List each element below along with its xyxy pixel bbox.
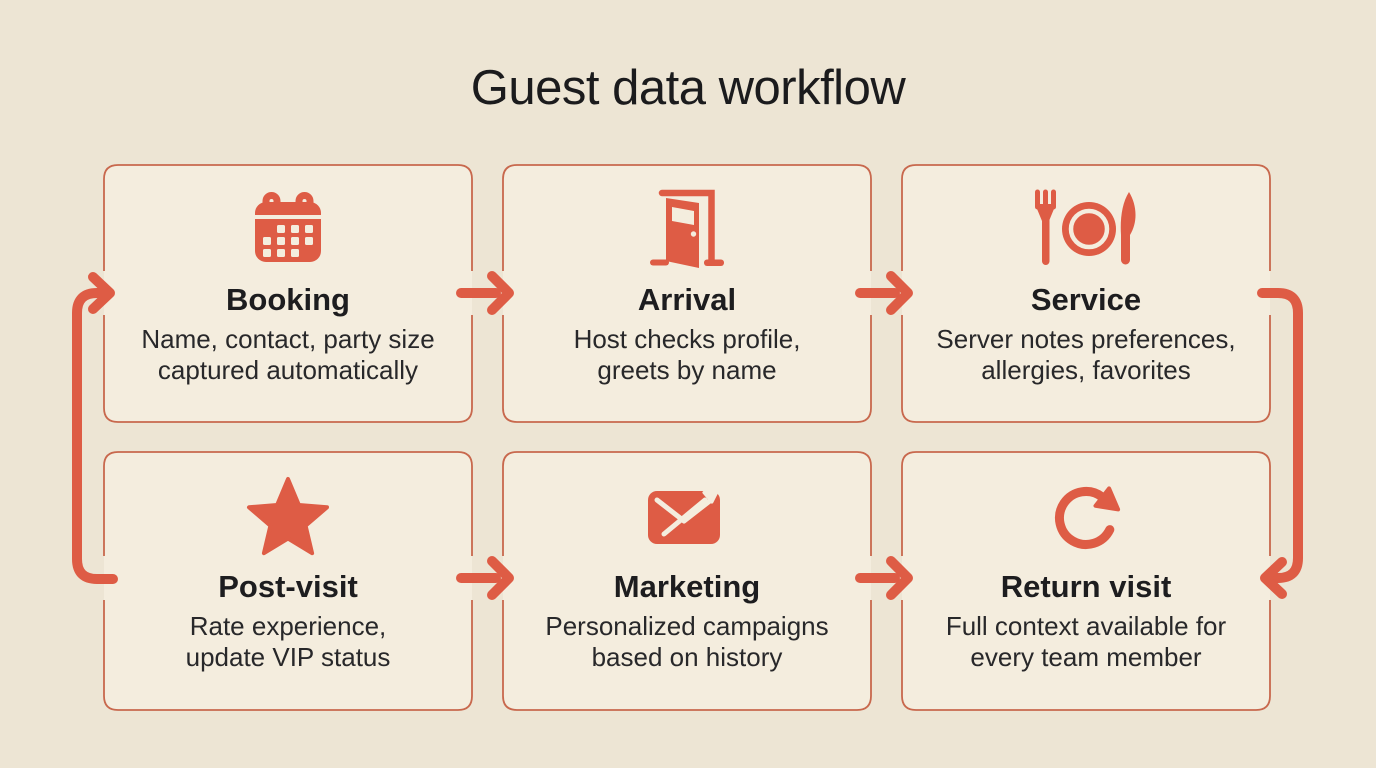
card-title: Return visit <box>1000 569 1172 604</box>
card-description: Host checks profile, greets by name <box>574 324 801 386</box>
envelope-trend-icon <box>648 486 721 544</box>
card-arrival: Arrival Host checks profile, greets by n… <box>503 165 871 422</box>
card-title: Post-visit <box>218 569 358 604</box>
card-desc-line: update VIP status <box>185 642 391 673</box>
restaurant-icon <box>1035 189 1136 265</box>
card-desc-line: based on history <box>591 642 783 673</box>
card-desc-line: allergies, favorites <box>981 355 1191 386</box>
card-description: Server notes preferences, allergies, fav… <box>936 324 1235 386</box>
card-desc-line: captured automatically <box>157 355 419 386</box>
card-marketing: Marketing Personalized campaigns based o… <box>503 452 871 710</box>
card-desc-line: Rate experience, <box>189 611 387 642</box>
card-desc-line: Name, contact, party size <box>141 324 435 355</box>
star-icon <box>247 477 329 556</box>
card-title: Arrival <box>637 282 737 317</box>
card-service: Service Server notes preferences, allerg… <box>902 165 1270 422</box>
card-desc-line: Personalized campaigns <box>545 611 829 642</box>
card-title: Marketing <box>613 569 761 604</box>
card-desc-line: Full context available for <box>945 611 1227 642</box>
page-title: Guest data workflow <box>470 61 906 115</box>
card-title: Booking <box>226 282 350 317</box>
calendar-icon <box>255 192 321 262</box>
card-title: Service <box>1030 282 1142 317</box>
card-post-visit: Post-visit Rate experience, update VIP s… <box>104 452 472 710</box>
card-desc-line: Server notes preferences, <box>936 324 1236 355</box>
card-desc-line: every team member <box>970 642 1202 673</box>
card-desc-line: Host checks profile, <box>573 324 801 355</box>
card-return-visit: Return visit Full context available for … <box>902 452 1270 710</box>
card-booking: Booking Name, contact, party size captur… <box>104 165 472 422</box>
card-description: Personalized campaigns based on history <box>545 611 828 673</box>
card-description: Full context available for every team me… <box>946 611 1226 673</box>
card-description: Name, contact, party size captured autom… <box>141 324 434 386</box>
card-desc-line: greets by name <box>597 355 777 386</box>
refresh-icon <box>1054 486 1121 549</box>
door-icon <box>650 189 724 268</box>
card-description: Rate experience, update VIP status <box>186 611 391 673</box>
